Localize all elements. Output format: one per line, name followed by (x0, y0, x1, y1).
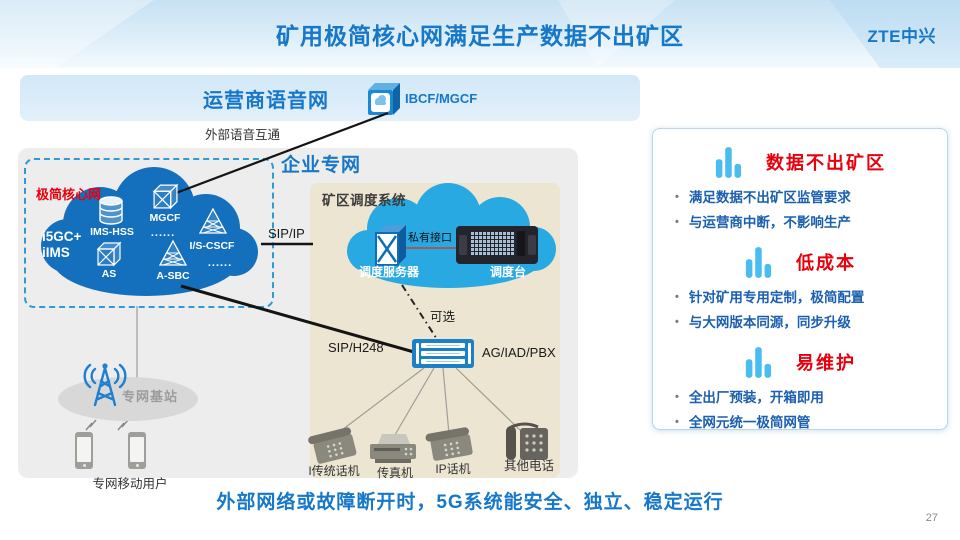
phone-label: 传真机 (376, 466, 413, 480)
gateway-device-icon (412, 339, 474, 368)
gateway-slot (421, 359, 465, 364)
zte-logo: ZTE中兴 (867, 27, 936, 46)
benefit-section-header: 数据不出矿区 (665, 143, 935, 181)
console-keypad (470, 231, 515, 256)
node-label: AS (101, 268, 117, 280)
bullet-dot-icon: • (675, 191, 679, 203)
base-station-label: 专网基站 (122, 389, 179, 404)
benefits-panel: 数据不出矿区 • 满足数据不出矿区监管要求 • 与运营商中断，不影响生产 低成本… (652, 128, 948, 430)
external-voice-label: 外部语音互通 (205, 128, 281, 142)
gateway-slot (421, 351, 465, 356)
core-dots: ...... (207, 257, 233, 269)
smartphone-screen (130, 437, 144, 462)
benefit-bullet-text: 全网元统一极简网管 (688, 414, 811, 430)
enterprise-network-label: 企业专网 (281, 155, 362, 176)
bullet-dot-icon: • (675, 215, 679, 228)
core-network-label: 极简核心网 (36, 187, 102, 202)
bullet-dot-icon: • (675, 415, 679, 428)
mgcf-icon (152, 183, 179, 210)
benefit-bullet-text: 与大网版本同源，同步升级 (688, 314, 851, 330)
dispatch-console-icon (456, 226, 538, 264)
benefit-title: 易维护 (796, 353, 856, 374)
header-background (0, 0, 960, 68)
ibcf-mgcf-icon (366, 81, 402, 117)
base-station-ellipse (58, 377, 198, 421)
mine-dispatch-label: 矿区调度系统 (322, 193, 406, 208)
node-label: A-SBC (156, 270, 190, 282)
gateway-label: AG/IAD/PBX (482, 345, 556, 360)
core-dots: ...... (150, 227, 176, 239)
ims-hss-icon (98, 196, 124, 226)
as-icon (96, 241, 122, 267)
benefit-bullet: • 满足数据不出矿区监管要求 (675, 190, 933, 206)
carrier-voice-band (20, 75, 640, 121)
page-number: 27 (925, 512, 938, 524)
core-network-dashed-box (24, 158, 274, 308)
node-label: I/S-CSCF (189, 240, 235, 252)
mobile-users-label: 专网移动用户 (92, 477, 168, 491)
smartphone-button (82, 464, 86, 467)
bullet-dot-icon: • (675, 391, 679, 404)
traditional-phone-icon (306, 424, 362, 466)
footer-statement: 外部网络或故障断开时，5G系统能安全、独立、稳定运行 (216, 492, 724, 513)
benefit-bullet: • 全出厂预装，开箱即用 (675, 390, 933, 406)
optional-label: 可选 (430, 310, 456, 324)
carrier-voice-label: 运营商语音网 (203, 90, 329, 112)
bullet-dot-icon: • (675, 291, 679, 304)
benefit-bullet-text: 针对矿用专用定制，极简配置 (688, 290, 865, 306)
node-label: IMS-HSS (90, 226, 134, 238)
benefit-title: 数据不出矿区 (766, 153, 886, 173)
benefit-bullet-text: 全出厂预装，开箱即用 (688, 390, 824, 406)
ip-phone-icon (424, 424, 478, 464)
benefit-title: 低成本 (796, 253, 856, 274)
core-name-line2: iIMS (42, 245, 70, 260)
antenna-icon (82, 358, 128, 408)
console-screen (517, 231, 525, 256)
benefit-bullet: • 针对矿用专用定制，极简配置 (675, 290, 933, 306)
private-interface-label: 私有接口 (408, 232, 452, 244)
core-name: i5GC+ iIMS (42, 229, 81, 261)
phone-label: 其他电话 (503, 459, 554, 473)
gateway-slot (421, 343, 465, 348)
dispatch-console-label: 调度台 (489, 265, 526, 279)
node-label: MGCF (149, 212, 181, 224)
other-phone-icon (500, 419, 554, 465)
smartphone-icon (128, 432, 146, 469)
bar-chart-icon (744, 343, 772, 381)
smartphone-screen (77, 437, 91, 462)
phone-label: I传统话机 (308, 464, 360, 478)
a-sbc-icon (158, 239, 188, 267)
benefit-bullet: • 与大网版本同源，同步升级 (675, 315, 933, 331)
page-title: 矿用极简核心网满足生产数据不出矿区 (276, 23, 684, 49)
benefit-section-header: 低成本 (665, 243, 935, 281)
ibcf-mgcf-label: IBCF/MGCF (405, 91, 478, 106)
smartphone-button (135, 464, 139, 467)
dispatch-server-icon (374, 223, 408, 267)
core-name-line1: i5GC+ (42, 229, 82, 244)
dispatch-server-label: 调度服务器 (358, 265, 419, 279)
benefit-section-header: 易维护 (665, 343, 935, 381)
bar-chart-icon (714, 143, 742, 181)
smartphone-icon (75, 432, 93, 469)
bar-chart-icon (744, 243, 772, 281)
benefit-bullet-text: 满足数据不出矿区监管要求 (688, 190, 851, 205)
benefit-bullet-text: 与运营商中断，不影响生产 (688, 214, 851, 230)
sip-h248-label: SIP/H248 (328, 340, 384, 355)
benefit-bullet: • 与运营商中断，不影响生产 (675, 215, 933, 231)
phone-label: IP话机 (435, 462, 471, 476)
bullet-dot-icon: • (675, 315, 679, 328)
sip-ip-label: SIP/IP (268, 226, 305, 241)
benefit-bullet: • 全网元统一极简网管 (675, 415, 933, 431)
is-cscf-icon (198, 207, 228, 235)
fax-machine-icon (366, 430, 420, 466)
